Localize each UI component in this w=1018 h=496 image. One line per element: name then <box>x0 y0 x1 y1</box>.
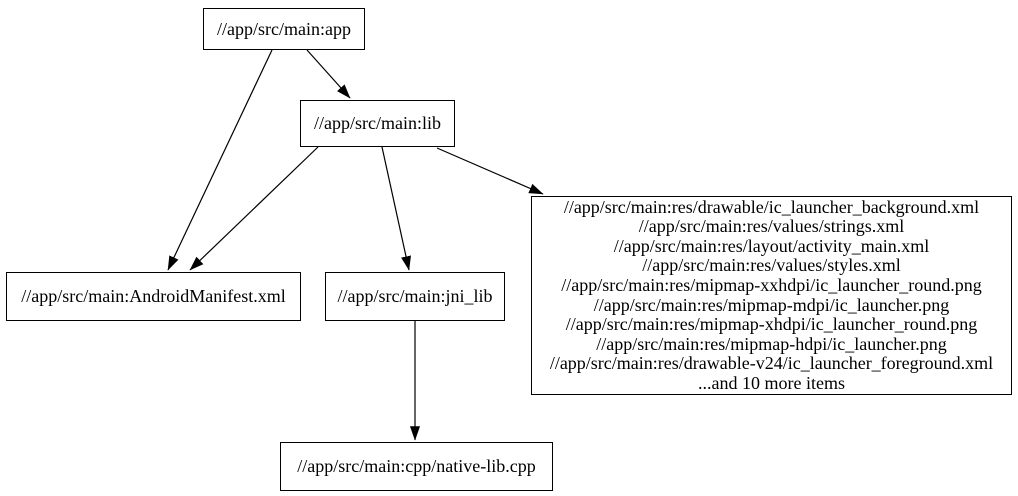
node-label: //app/src/main:app <box>217 18 351 39</box>
node-label: //app/src/main:res/mipmap-xxhdpi/ic_laun… <box>561 274 982 295</box>
node-res-group: //app/src/main:res/drawable/ic_launcher_… <box>531 196 1012 395</box>
node-jni-lib: //app/src/main:jni_lib <box>325 272 505 321</box>
node-label: //app/src/main:res/values/strings.xml <box>638 216 905 237</box>
edge-lib-to-jni-lib <box>381 146 411 271</box>
edge-lib-to-android-manifest <box>189 146 319 271</box>
node-label: //app/src/main:jni_lib <box>337 286 493 306</box>
node-lib: //app/src/main:lib <box>300 100 455 147</box>
node-native-cpp: //app/src/main:cpp/native-lib.cpp <box>280 442 553 491</box>
edge-lib-to-res-group <box>436 147 544 195</box>
node-label: //app/src/main:AndroidManifest.xml <box>21 286 286 306</box>
node-label: //app/src/main:cpp/native-lib.cpp <box>297 456 536 476</box>
node-label: //app/src/main:lib <box>314 113 441 133</box>
node-label: //app/src/main:res/layout/activity_main.… <box>613 235 930 256</box>
node-app: //app/src/main:app <box>203 8 365 50</box>
node-label: //app/src/main:res/mipmap-mdpi/ic_launch… <box>593 294 950 315</box>
node-label: //app/src/main:res/drawable-v24/ic_launc… <box>549 353 994 374</box>
node-label: //app/src/main:res/mipmap-xhdpi/ic_launc… <box>565 314 978 335</box>
node-label: //app/src/main:res/mipmap-hdpi/ic_launch… <box>596 333 947 354</box>
edge-app-to-android-manifest <box>167 49 273 271</box>
node-label: ...and 10 more items <box>698 372 845 393</box>
node-label: //app/src/main:res/values/styles.xml <box>642 255 901 276</box>
node-android-manifest: //app/src/main:AndroidManifest.xml <box>6 272 301 321</box>
node-label: //app/src/main:res/drawable/ic_launcher_… <box>563 196 980 217</box>
edge-app-to-lib <box>306 49 351 99</box>
